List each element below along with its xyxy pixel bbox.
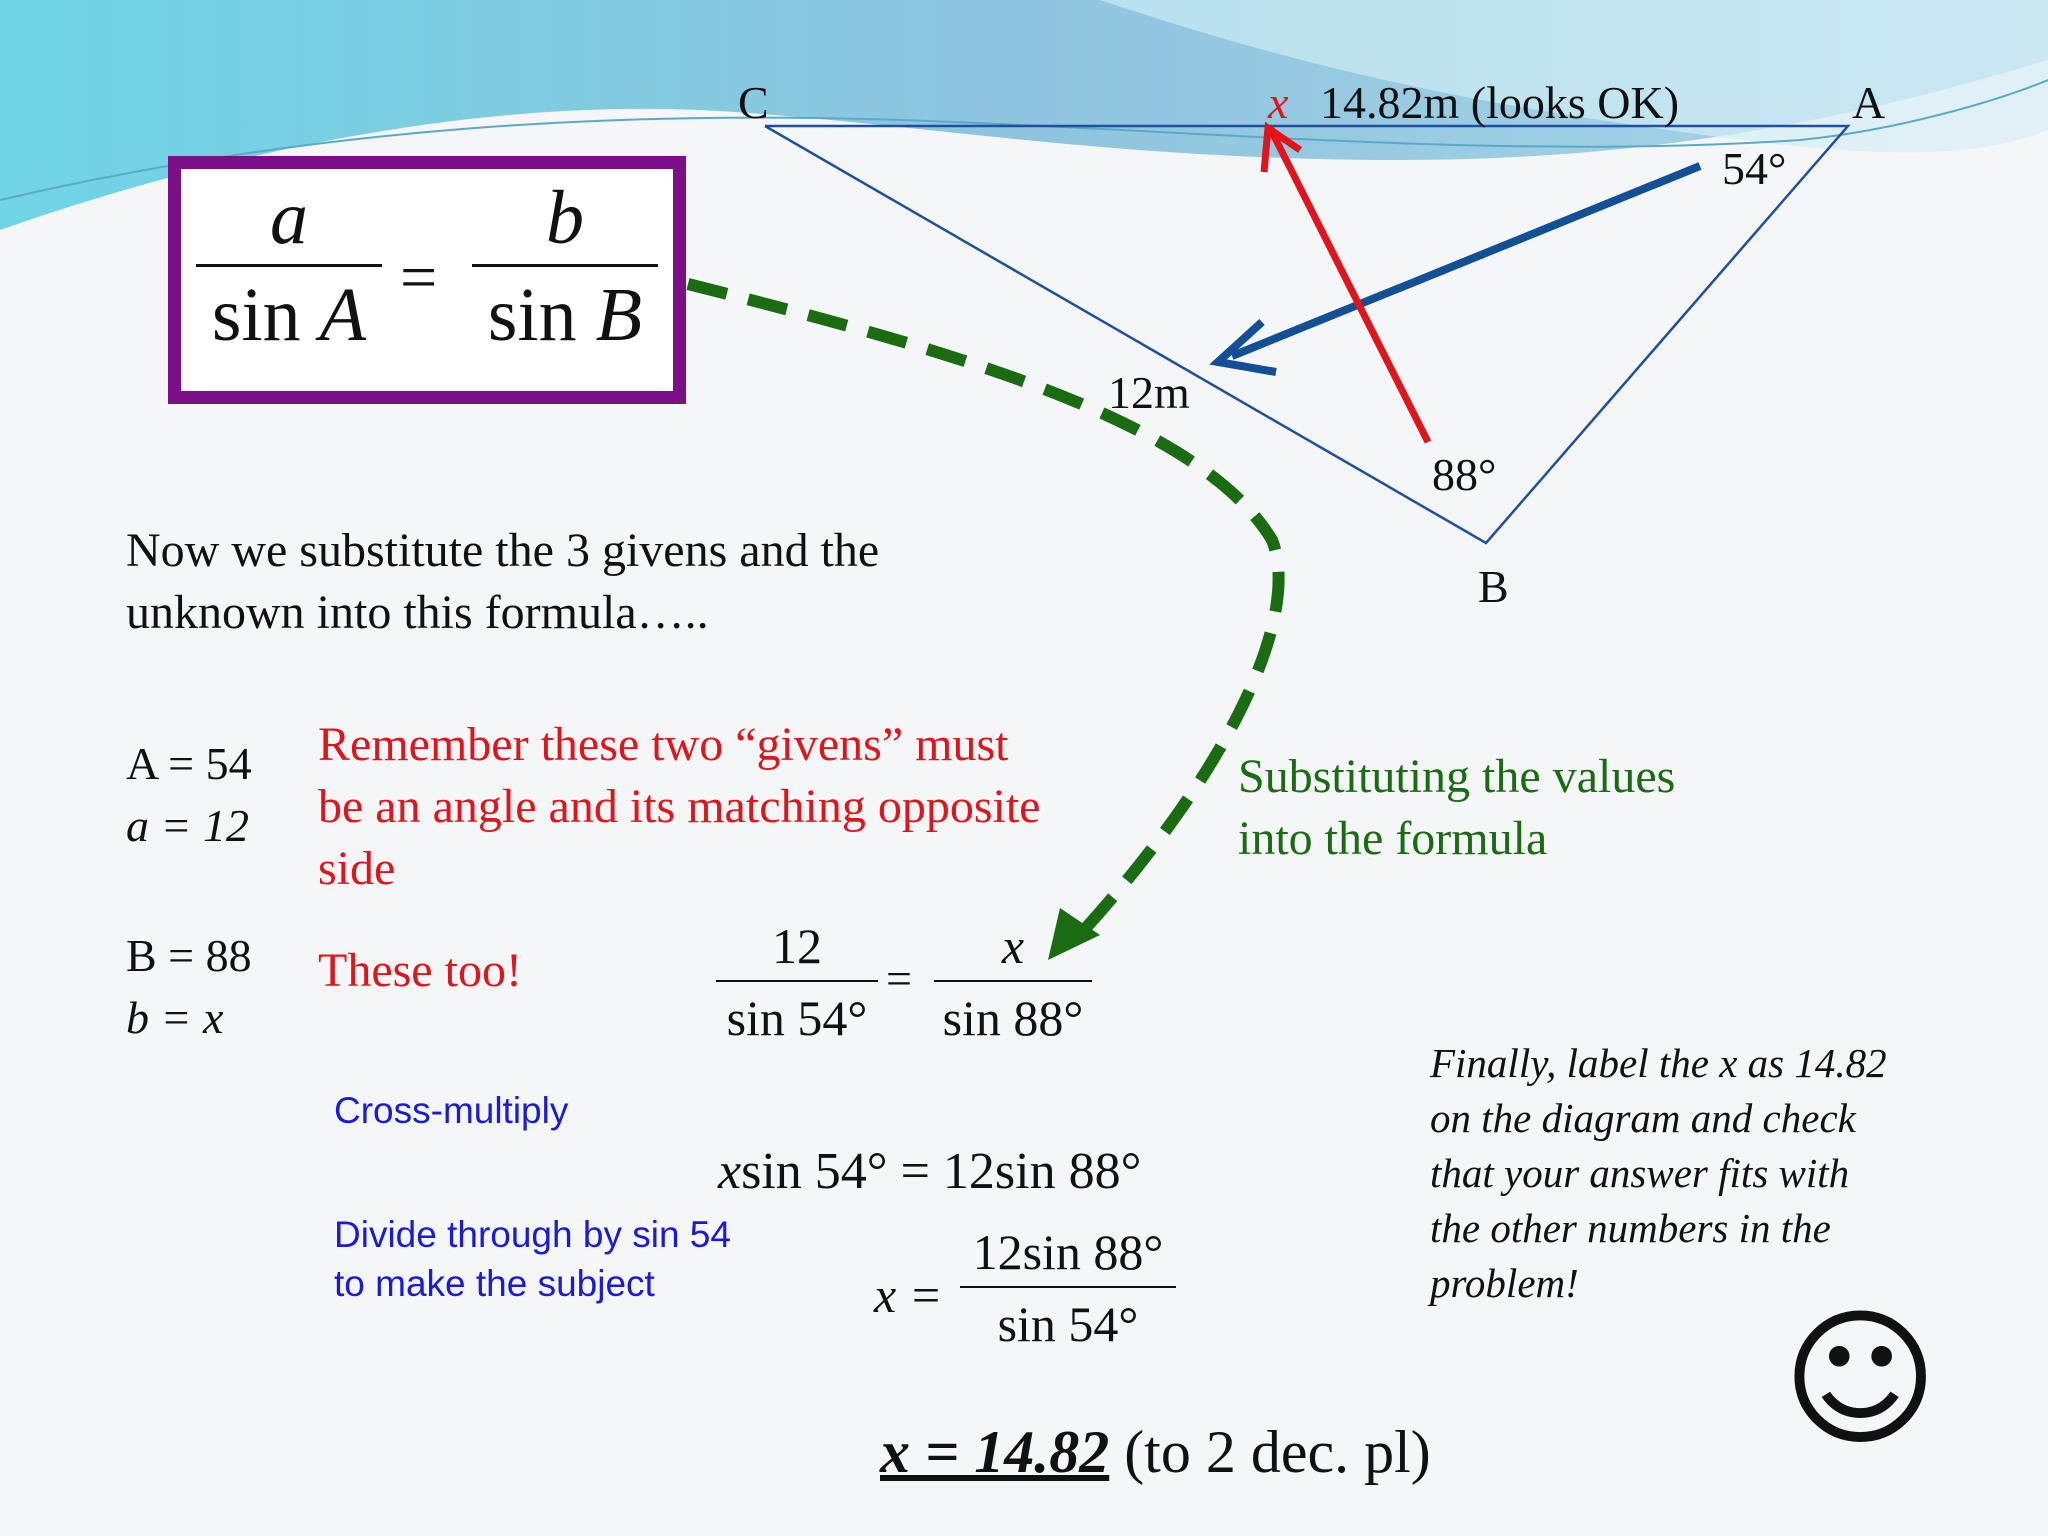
reminder-text: Remember these two “givens” must be an a… <box>318 714 1168 900</box>
top-wave-light <box>1100 0 2048 153</box>
red-arrow-line <box>1268 130 1432 444</box>
fraction-bar <box>472 264 658 267</box>
step-divide: Divide through by sin 54 to make the sub… <box>334 1210 731 1308</box>
intro-line: unknown into this formula….. <box>126 586 709 639</box>
blue-arrowhead <box>1209 319 1277 376</box>
reminder-line: Remember these two “givens” must <box>318 718 1009 771</box>
substituted-den-left: sin 54° <box>726 990 868 1046</box>
sin-fn: sin <box>211 273 301 357</box>
substituted-den-right: sin 88° <box>942 990 1084 1046</box>
intro-line: Now we substitute the 3 givens and the <box>126 524 880 577</box>
formula-num-left: a <box>270 176 308 260</box>
substituting-note: Substituting the values into the formula <box>1238 746 1675 870</box>
final-answer-suffix: (to 2 dec. pl) <box>1124 1419 1431 1485</box>
substituted-num-right: x <box>1001 918 1025 974</box>
side-ca-label: 14.82m (looks OK) <box>1320 77 1680 128</box>
angle-a-label: 54° <box>1722 143 1787 194</box>
vertex-a-label: A <box>1852 77 1886 128</box>
side-x-label: x <box>1268 77 1289 128</box>
triangle-outline <box>764 124 1851 545</box>
given-angle-b: B = 88 <box>126 930 252 981</box>
angle-b-label: 88° <box>1432 449 1497 500</box>
sin-fn: sin <box>487 273 577 357</box>
blue-arrow-line <box>1230 162 1702 360</box>
substituted-num-left: 12 <box>772 918 822 974</box>
cross-eq-left: sin 54° <box>741 1143 888 1200</box>
formula-left-fraction: a sin A <box>196 178 382 355</box>
cross-eq-equals: = <box>900 1143 930 1200</box>
final-answer-value: x = 14.82 <box>880 1419 1110 1485</box>
final-note-line: the other numbers in the <box>1430 1205 1831 1251</box>
side-cb-label: 12m <box>1108 367 1190 418</box>
substituted-left-fraction: 12 sin 54° <box>716 918 878 1046</box>
given-angle-a: A = 54 <box>126 738 252 789</box>
step-divide-line: Divide through by sin 54 <box>334 1214 731 1255</box>
final-answer: x = 14.82 (to 2 dec. pl) <box>880 1418 1431 1487</box>
formula-equals: = <box>400 241 438 314</box>
final-note-line: problem! <box>1430 1260 1579 1306</box>
sine-rule-formula-box <box>168 156 686 404</box>
given-side-a: a = 12 <box>126 800 250 851</box>
fraction-bar <box>716 980 878 982</box>
divide-eq-den: sin 54° <box>997 1296 1139 1352</box>
green-dashed-arrow <box>686 278 1285 945</box>
given-side-b: b = x <box>126 992 224 1043</box>
cross-multiplied-equation: xsin 54° = 12sin 88° <box>718 1142 1141 1201</box>
fraction-bar <box>196 264 382 267</box>
red-arrowhead <box>1260 121 1302 173</box>
fraction-bar <box>960 1286 1176 1288</box>
reminder-these-too: These too! <box>318 944 522 997</box>
divide-eq-fraction: 12sin 88° sin 54° <box>960 1224 1176 1352</box>
final-note-line: that your answer fits with <box>1430 1150 1850 1196</box>
vertex-b-label: B <box>1478 561 1509 612</box>
reminder-line: side <box>318 842 396 895</box>
formula-right-fraction: b sin B <box>472 178 658 355</box>
cross-eq-right: 12sin 88° <box>942 1143 1142 1200</box>
step-divide-line: to make the subject <box>334 1263 655 1304</box>
substituting-line: into the formula <box>1238 812 1548 865</box>
formula-den-right: sin B <box>472 275 658 355</box>
formula-den-left: sin A <box>196 275 382 355</box>
smiley-icon: ☺ <box>1782 1293 1939 1467</box>
green-arrowhead <box>1048 908 1100 960</box>
step-cross-multiply: Cross-multiply <box>334 1090 569 1131</box>
final-note: Finally, label the x as 14.82 on the dia… <box>1430 1036 1970 1311</box>
divide-eq-lhs: x = <box>874 1267 943 1323</box>
substituted-right-fraction: x sin 88° <box>934 918 1092 1046</box>
final-note-line: on the diagram and check <box>1430 1095 1856 1141</box>
intro-paragraph: Now we substitute the 3 givens and the u… <box>126 520 879 644</box>
divide-eq-num: 12sin 88° <box>972 1224 1164 1280</box>
fraction-bar <box>934 980 1092 982</box>
angle-var: A <box>319 273 367 357</box>
formula-num-right: b <box>546 176 584 260</box>
substituted-equals: = <box>886 953 912 1004</box>
final-note-line: Finally, label the x as 14.82 <box>1430 1040 1887 1086</box>
wave-line <box>0 79 2048 201</box>
vertex-c-label: C <box>738 77 769 128</box>
angle-var: B <box>595 273 643 357</box>
reminder-line: be an angle and its matching opposite <box>318 780 1041 833</box>
cross-eq-x: x <box>718 1143 742 1200</box>
substituting-line: Substituting the values <box>1238 750 1676 803</box>
